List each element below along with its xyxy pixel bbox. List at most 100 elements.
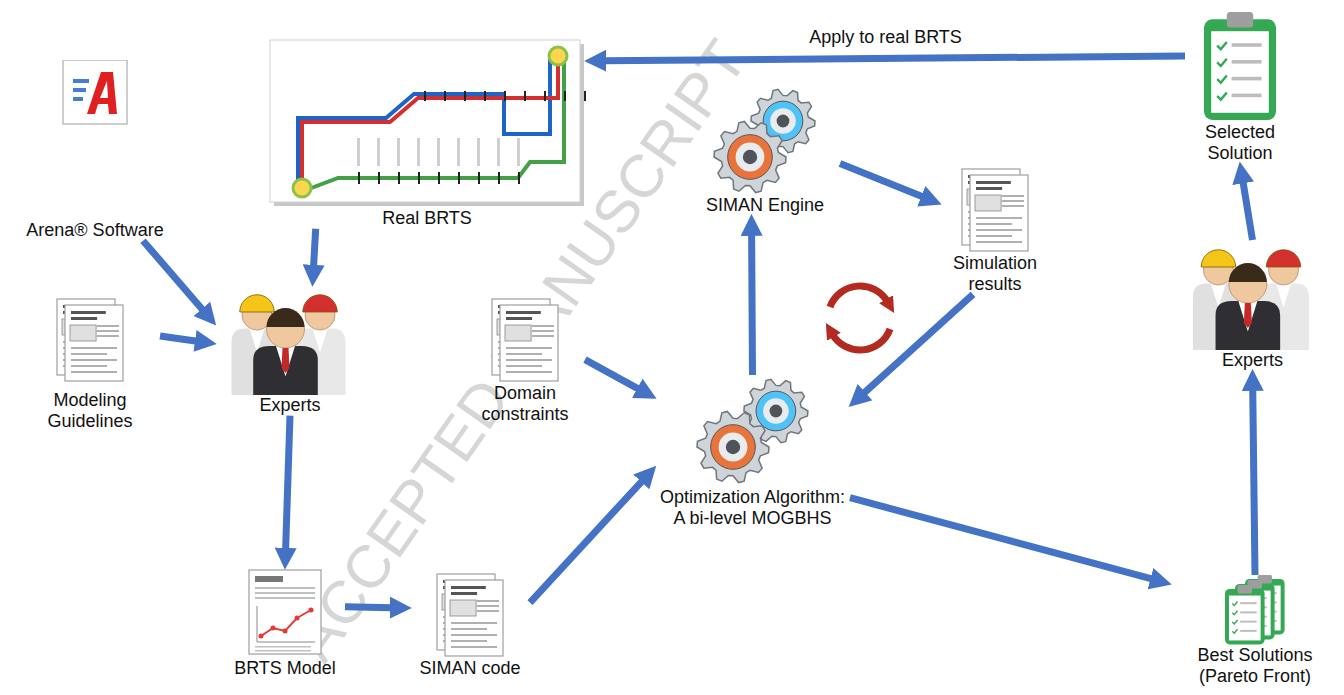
page-line bbox=[71, 365, 107, 367]
page-heading bbox=[451, 586, 486, 589]
report-line bbox=[255, 597, 315, 599]
chart-dot bbox=[309, 608, 314, 613]
station-tick bbox=[438, 172, 440, 184]
hard-hat bbox=[240, 295, 275, 312]
node-caption: Selected Solution bbox=[1185, 122, 1295, 163]
node-icon bbox=[1175, 240, 1330, 350]
check-line bbox=[1240, 611, 1257, 613]
check-mark bbox=[1232, 602, 1237, 606]
node-icon bbox=[15, 60, 175, 220]
page-line bbox=[506, 359, 552, 361]
station-tick bbox=[544, 91, 546, 101]
page-line bbox=[71, 353, 107, 355]
flow-arrow bbox=[863, 294, 973, 393]
gear-hub bbox=[770, 405, 783, 418]
flow-arrow bbox=[345, 603, 392, 611]
hard-hat bbox=[303, 295, 338, 312]
report-line bbox=[255, 592, 315, 594]
page-heading bbox=[506, 311, 541, 314]
page-line bbox=[976, 235, 1012, 237]
station-label-mark bbox=[377, 138, 380, 166]
flow-arrow bbox=[840, 163, 923, 197]
clipboard-paper bbox=[1211, 31, 1269, 113]
chart-dot bbox=[259, 634, 264, 639]
person-shirt bbox=[276, 346, 295, 376]
icon-node: Simulation results bbox=[940, 165, 1050, 294]
edge-label: Apply to real BRTS bbox=[806, 27, 965, 48]
check-mark bbox=[1217, 76, 1227, 83]
page-line bbox=[976, 229, 1022, 231]
check-mark bbox=[1232, 629, 1237, 633]
station-tick bbox=[444, 91, 446, 101]
check-line bbox=[1232, 60, 1262, 64]
check-mark bbox=[1217, 59, 1227, 66]
gear-inner bbox=[719, 433, 748, 462]
flow-arrow bbox=[530, 480, 643, 602]
page-line bbox=[976, 241, 1022, 243]
tie bbox=[282, 348, 290, 373]
station-tick bbox=[498, 172, 500, 184]
page-line bbox=[532, 335, 554, 337]
station-tick bbox=[584, 91, 586, 101]
station-tick bbox=[478, 172, 480, 184]
chart-dot bbox=[271, 626, 276, 631]
page-table bbox=[975, 195, 1001, 211]
node-caption: Experts bbox=[215, 395, 365, 416]
bus-route bbox=[302, 58, 558, 186]
station-tick bbox=[424, 91, 426, 101]
interchange bbox=[549, 47, 567, 65]
station-tick bbox=[524, 91, 526, 101]
node-caption: Real BRTS bbox=[268, 208, 586, 229]
page-table bbox=[70, 325, 96, 341]
gear bbox=[714, 121, 786, 192]
gear-hub bbox=[777, 115, 790, 128]
station-tick bbox=[518, 172, 520, 184]
icon-node: SIMAN Engine bbox=[690, 85, 840, 216]
flow-arrow bbox=[585, 360, 639, 390]
bus-route bbox=[306, 58, 564, 190]
station-tick bbox=[418, 172, 420, 184]
gear-hub bbox=[743, 150, 757, 164]
icon-node: Experts bbox=[1175, 240, 1330, 371]
page-line bbox=[1002, 205, 1024, 207]
icon-node: Experts bbox=[215, 285, 365, 416]
report-line bbox=[255, 646, 311, 648]
report-line bbox=[255, 650, 311, 652]
page-heading bbox=[506, 317, 532, 320]
page-line bbox=[506, 371, 552, 373]
flow-arrow bbox=[143, 241, 203, 311]
gear-teeth bbox=[697, 411, 769, 482]
chart-dot bbox=[283, 629, 288, 634]
icon-node: Optimization Algorithm: A bi-level MOGBH… bbox=[655, 375, 850, 528]
page-heading bbox=[71, 317, 97, 320]
flow-arrow bbox=[286, 416, 290, 550]
node-caption: Domain constraints bbox=[465, 383, 585, 424]
station-tick bbox=[564, 91, 566, 101]
page-line bbox=[477, 605, 499, 607]
node-caption: Modeling Guidelines bbox=[20, 390, 160, 431]
node-icon bbox=[225, 568, 345, 658]
station-label-mark bbox=[457, 138, 460, 166]
node-icon bbox=[1185, 10, 1295, 122]
node-icon bbox=[20, 295, 160, 390]
station-tick bbox=[378, 172, 380, 184]
page-line bbox=[532, 330, 554, 332]
station-label-mark bbox=[357, 138, 360, 166]
clipboard bbox=[1204, 12, 1276, 120]
check-mark bbox=[1217, 92, 1227, 99]
station-label-mark bbox=[497, 138, 500, 166]
icon-node: SIMAN code bbox=[410, 570, 530, 679]
page-line bbox=[532, 325, 554, 327]
cycle-arrow bbox=[832, 329, 890, 350]
flow-arrow bbox=[604, 56, 1185, 61]
page-line bbox=[976, 223, 1012, 225]
chart-axes bbox=[257, 606, 315, 642]
station-tick bbox=[458, 172, 460, 184]
check-line bbox=[1240, 630, 1257, 632]
node-icon bbox=[690, 85, 840, 195]
page-heading bbox=[976, 181, 1011, 184]
gear-ring bbox=[711, 425, 756, 470]
page-line bbox=[451, 640, 487, 642]
